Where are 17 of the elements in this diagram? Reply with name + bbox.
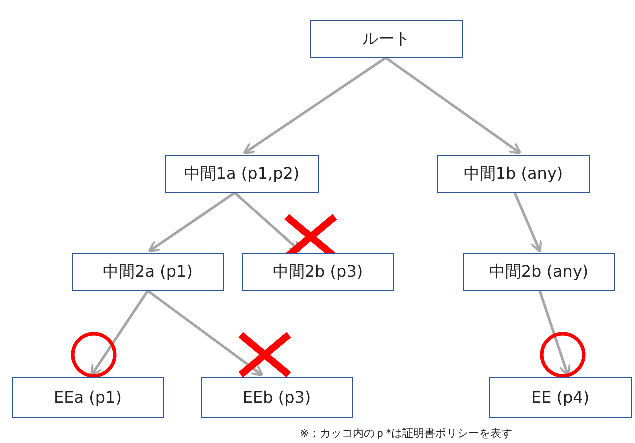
node-box: 中間2b (any) bbox=[463, 253, 615, 291]
arrow bbox=[148, 192, 236, 253]
arrow bbox=[234, 192, 302, 253]
node-box: 中間2a (p1) bbox=[72, 253, 224, 291]
arrow bbox=[243, 56, 387, 155]
node-box: 中間1b (any) bbox=[437, 155, 590, 193]
arrow bbox=[90, 290, 150, 377]
node-box: 中間1a (p1,p2) bbox=[165, 155, 319, 193]
node-box: 中間2b (p3) bbox=[242, 253, 394, 291]
arrow bbox=[514, 192, 542, 253]
node-box: ルート bbox=[310, 20, 463, 58]
node-box: EEb (p3) bbox=[201, 377, 353, 418]
footnote: ※：カッコ内のｐ*は証明書ポリシーを表す bbox=[300, 426, 513, 441]
node-box: EEa (p1) bbox=[12, 377, 164, 418]
node-box: EE (p4) bbox=[489, 377, 632, 418]
arrow bbox=[385, 56, 522, 155]
arrow bbox=[147, 290, 264, 377]
